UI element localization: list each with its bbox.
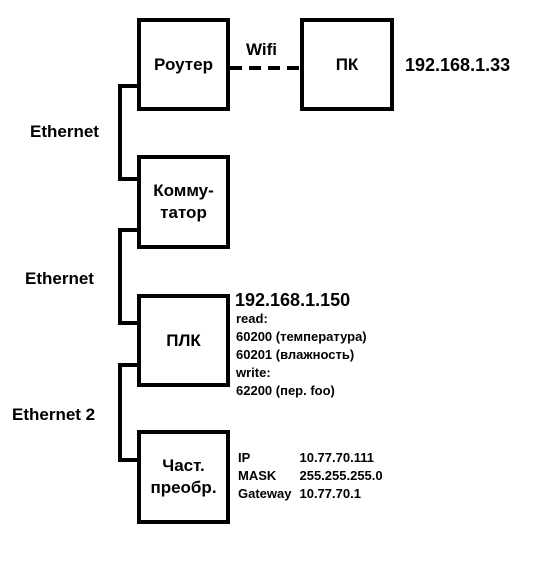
link-switch-plc [118,228,139,325]
network-setting-row: IP 10.77.70.111 [238,449,391,467]
pc-label: ПК [335,54,359,74]
link-plc-inverter [118,363,139,462]
setting-key: IP [238,450,251,465]
inverter-label: Част. преобр. [150,456,217,497]
setting-value: 255.255.255.0 [299,468,383,483]
ethernet-label-1: Ethernet [30,122,99,141]
setting-value: 10.77.70.1 [299,486,361,501]
router-node: Роутер [137,18,230,111]
network-setting-row: Gateway 10.77.70.1 [238,485,391,503]
switch-node: Комму- татор [137,155,230,249]
setting-key: MASK [238,468,277,483]
plc-label: ПЛК [166,330,201,350]
setting-value: 10.77.70.111 [299,450,374,465]
network-setting-row: MASK 255.255.255.0 [238,467,391,485]
setting-key: Gateway [238,486,292,501]
router-label: Роутер [154,54,213,74]
link-router-switch [118,84,139,181]
plc-register-list: read: 60200 (температура) 60201 (влажнос… [236,311,367,398]
plc-node: ПЛК [137,294,230,387]
switch-label: Комму- татор [153,181,214,222]
pc-node: ПК [300,18,394,111]
wifi-link-label: Wifi [246,40,278,59]
plc-ip-address: 192.168.1.150 [235,290,351,310]
ethernet-2-label: Ethernet 2 [12,405,96,424]
inverter-node: Част. преобр. [137,430,230,524]
pc-ip-address: 192.168.1.33 [405,55,511,75]
ethernet-label-2: Ethernet [25,269,94,288]
